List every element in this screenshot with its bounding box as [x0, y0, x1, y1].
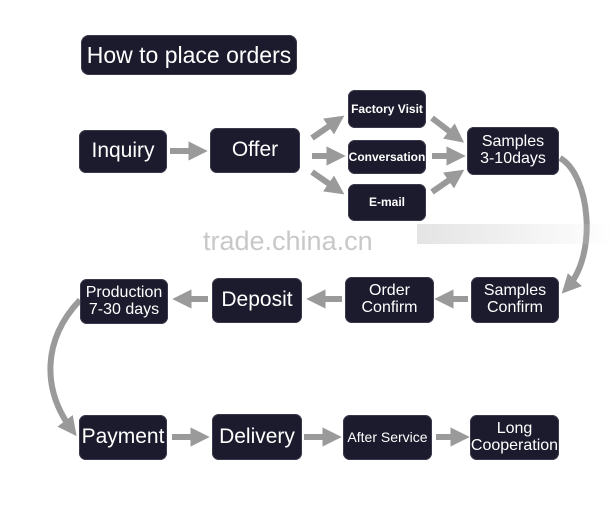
- step-after-service: After Service: [343, 415, 432, 460]
- step-long-cooperation: Long Cooperation: [470, 415, 559, 460]
- step-delivery: Delivery: [212, 414, 302, 460]
- step-payment: Payment: [79, 415, 167, 460]
- step-order-confirm: Order Confirm: [345, 277, 434, 323]
- arrow-production-to-payment: [47, 297, 83, 437]
- step-inquiry: Inquiry: [79, 130, 167, 173]
- step-deposit: Deposit: [212, 278, 302, 323]
- arrow-email-samples: [430, 169, 465, 195]
- page-title: How to place orders: [81, 35, 297, 75]
- step-offer: Offer: [210, 128, 300, 173]
- watermark-bar: [417, 224, 615, 244]
- watermark-text: trade.china.cn: [203, 226, 373, 256]
- arrow-offer-factory-visit: [310, 115, 345, 141]
- step-email: E-mail: [348, 184, 426, 221]
- arrow-samples-to-samples-confirm: [558, 155, 590, 294]
- arrow-offer-email: [310, 169, 345, 195]
- arrow-factory-visit-samples: [430, 115, 465, 143]
- step-factory-visit: Factory Visit: [348, 90, 426, 128]
- step-samples-confirm: Samples Confirm: [471, 277, 559, 323]
- step-samples-days: Samples 3-10days: [467, 127, 559, 175]
- step-conversation: Conversation: [348, 140, 426, 174]
- step-production: Production 7-30 days: [80, 279, 168, 324]
